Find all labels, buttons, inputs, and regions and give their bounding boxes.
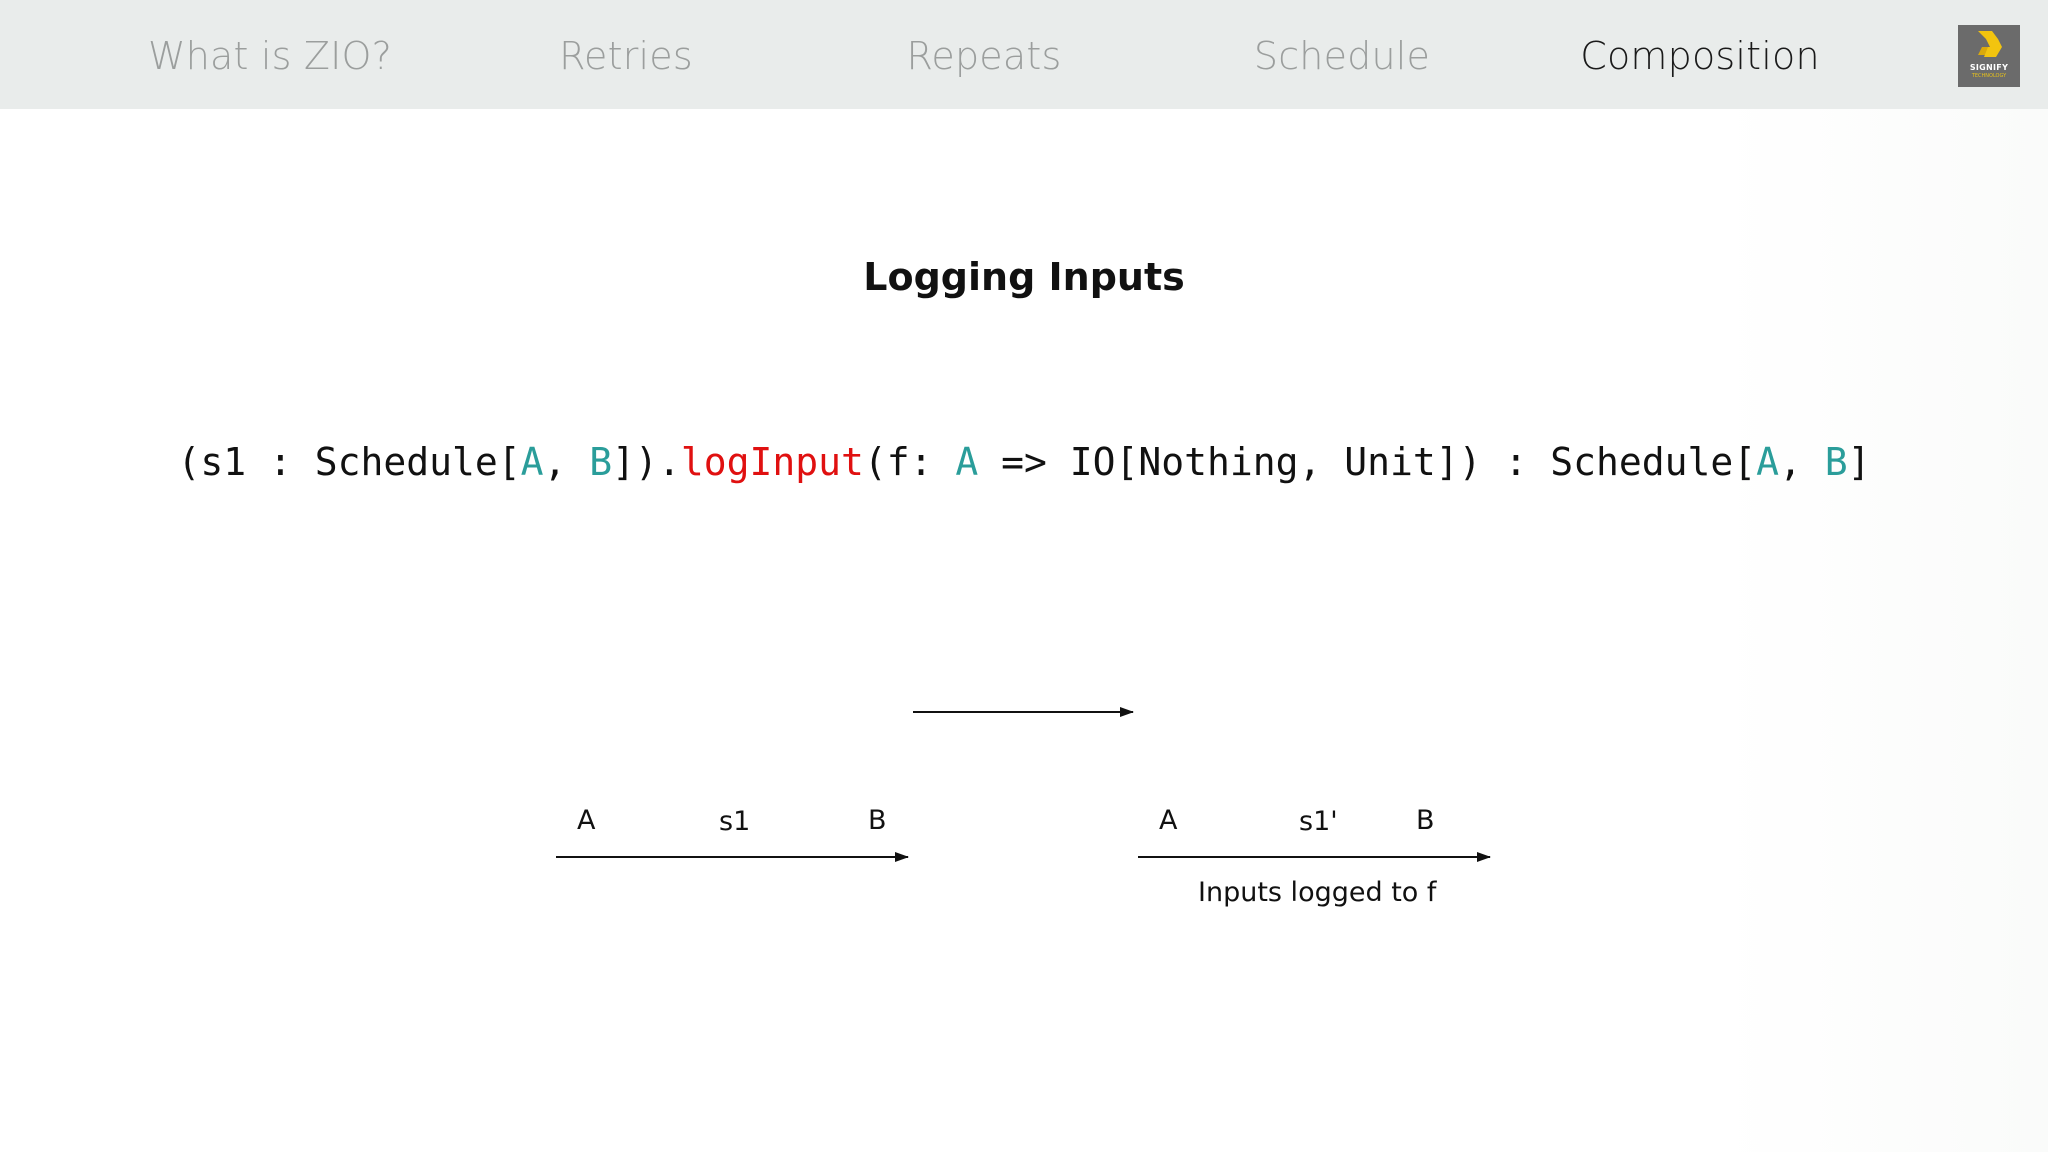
right-input-label: A <box>1159 805 1178 836</box>
nav-item-what-is-zio[interactable]: What is ZIO? <box>147 34 393 78</box>
code-part: (f: <box>863 440 956 484</box>
signify-logo-icon <box>1978 31 2002 57</box>
type-param-a: A <box>520 440 544 484</box>
right-schedule-label: s1' <box>1299 806 1338 837</box>
type-param-a: A <box>1756 440 1779 484</box>
nav-item-repeats[interactable]: Repeats <box>906 34 1062 78</box>
left-input-label: A <box>577 805 596 836</box>
right-output-label: B <box>1416 805 1435 836</box>
type-param-b: B <box>1824 440 1848 484</box>
logo-text: SIGNIFY <box>1969 63 2009 72</box>
code-part: ]). <box>612 440 681 484</box>
code-part: ] <box>1847 440 1871 484</box>
type-param-b: B <box>589 440 613 484</box>
top-nav-bar: What is ZIO? Retries Repeats Schedule Co… <box>0 0 2048 109</box>
type-param-a: A <box>955 440 979 484</box>
nav-item-composition[interactable]: Composition <box>1580 34 1820 78</box>
right-caption: Inputs logged to f <box>1198 877 1437 908</box>
code-part: , <box>543 440 590 484</box>
method-name: logInput <box>680 440 864 484</box>
logo-subtext: TECHNOLOGY <box>1971 73 2007 79</box>
signify-logo: SIGNIFY TECHNOLOGY <box>1958 25 2020 87</box>
left-schedule-label: s1 <box>719 806 751 837</box>
code-signature: (s1 : Schedule[A, B]).logInput(f: A => I… <box>0 440 2048 484</box>
code-part: , <box>1779 440 1825 484</box>
slide-title: Logging Inputs <box>863 255 1185 299</box>
left-output-label: B <box>868 805 887 836</box>
nav-item-schedule[interactable]: Schedule <box>1253 34 1431 78</box>
code-part: => IO[Nothing, Unit]) : Schedule[ <box>978 440 1757 484</box>
code-part: (s1 : Schedule[ <box>177 440 521 484</box>
nav-item-retries[interactable]: Retries <box>559 34 693 78</box>
